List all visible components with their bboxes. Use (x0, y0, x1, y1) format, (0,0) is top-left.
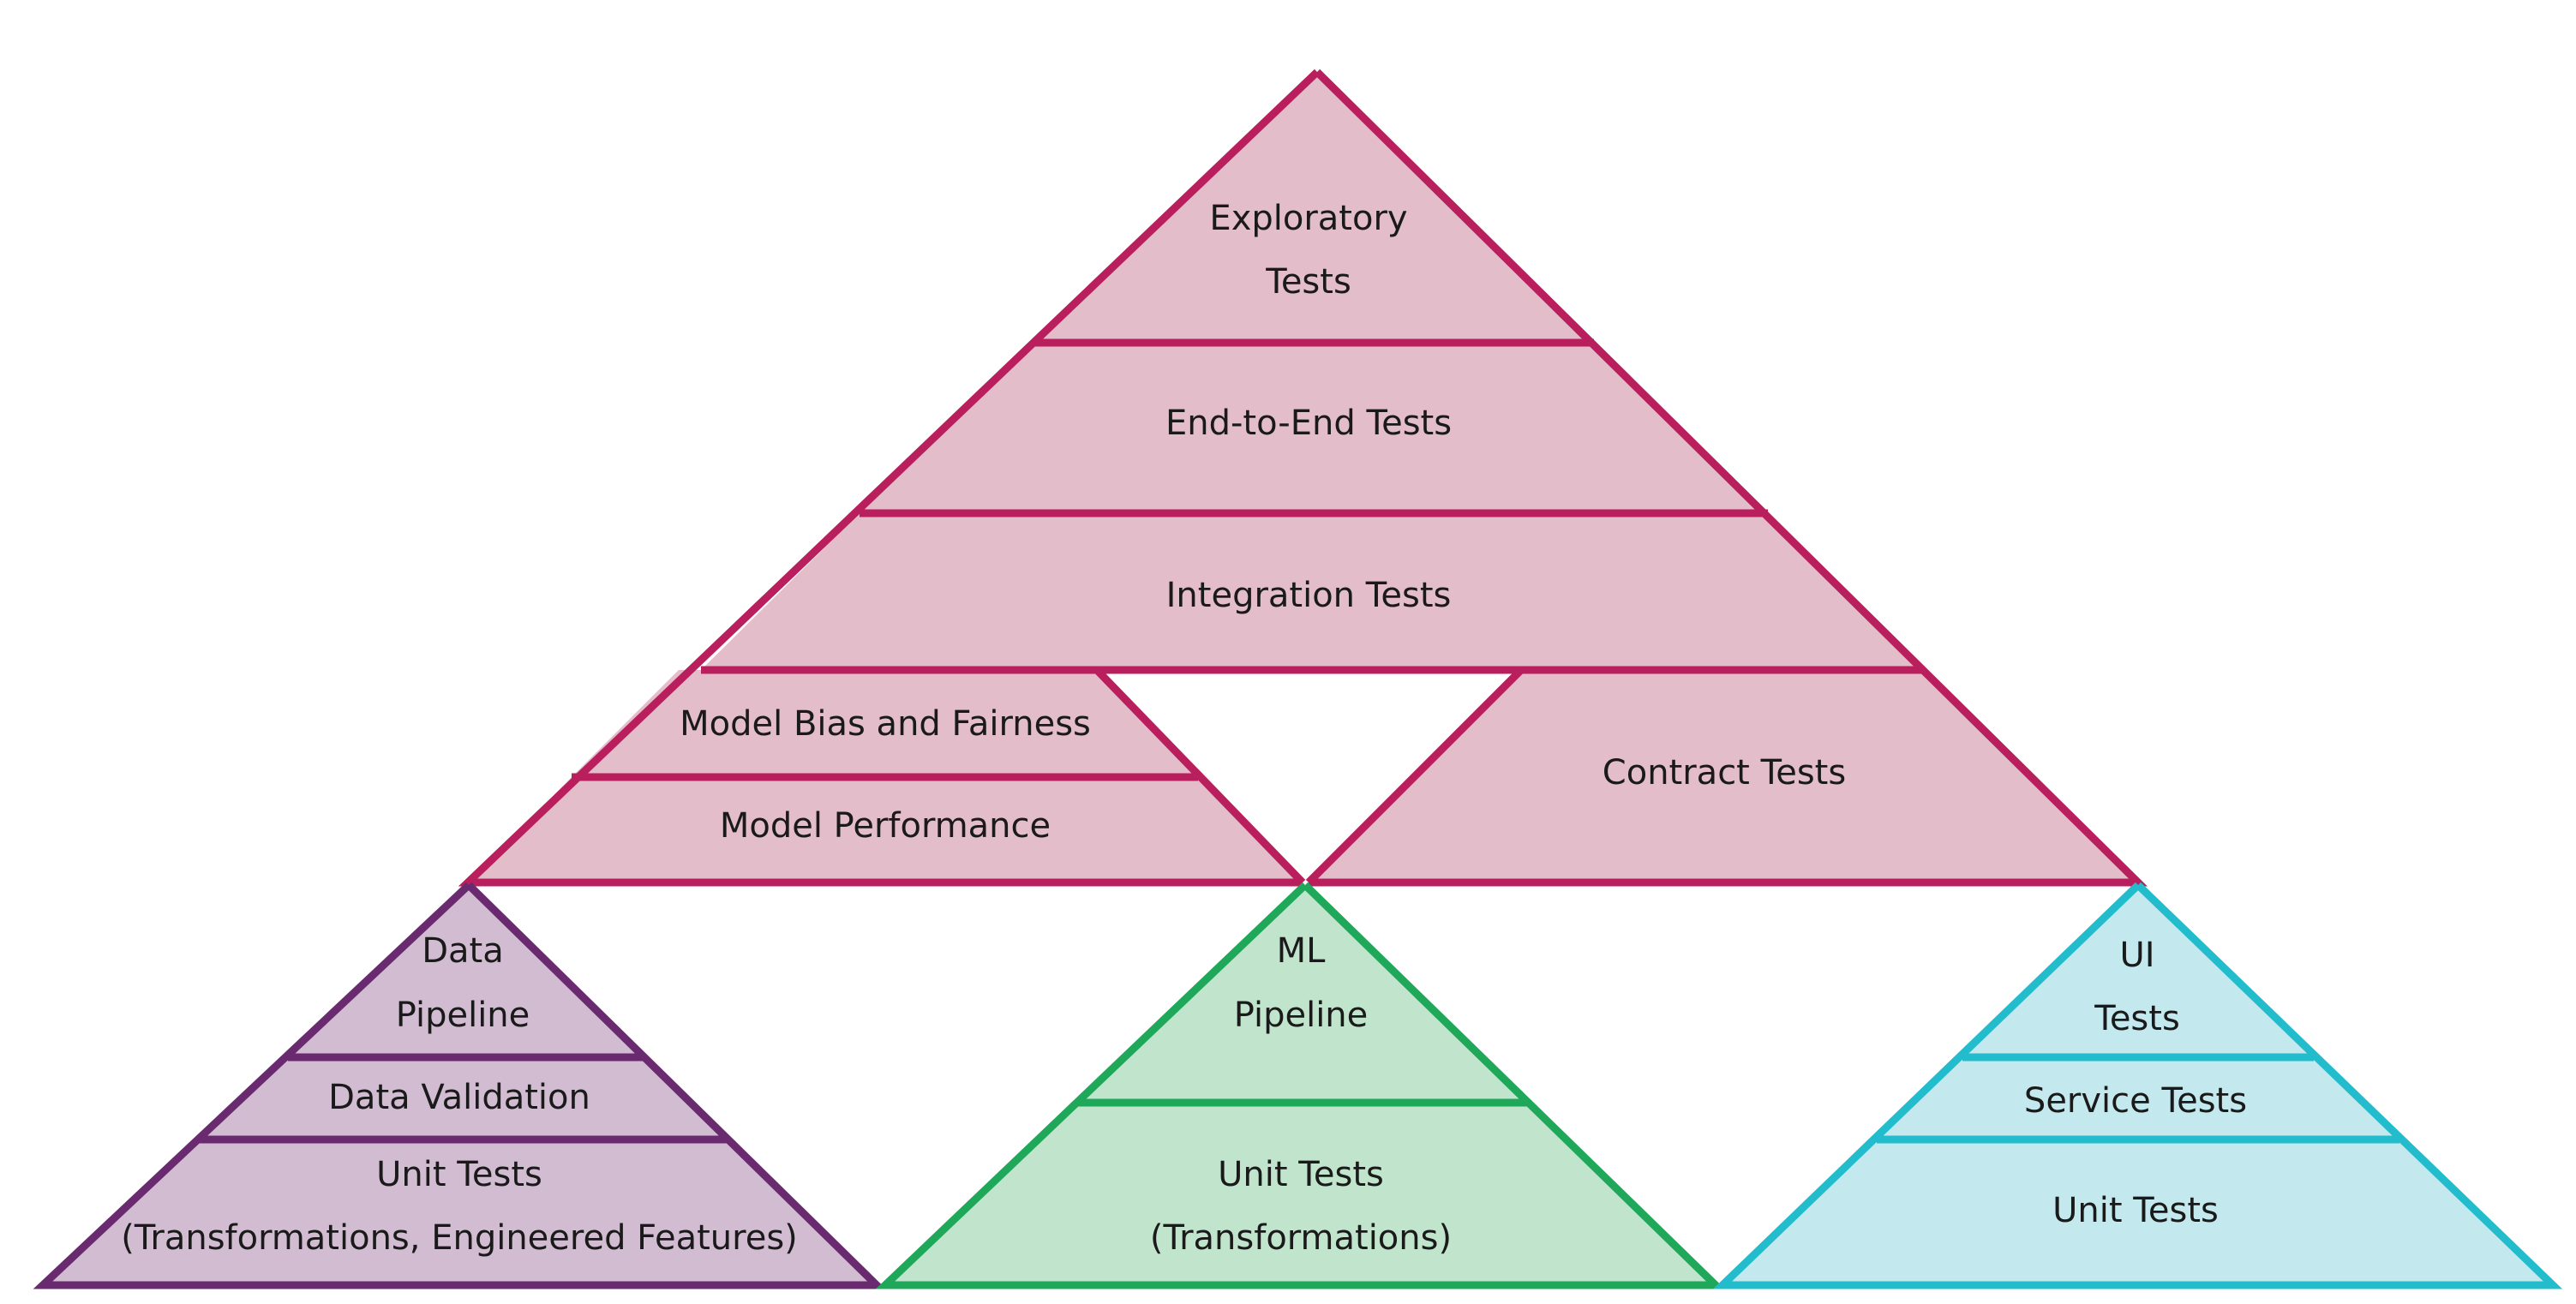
main-layer-integration (701, 513, 1925, 670)
main-layer-end-to-end (860, 343, 1768, 513)
main-pyramid: Exploratory Tests End-to-End Tests Integ… (458, 69, 2148, 887)
ui-tests-label-line2: Tests (2094, 999, 2180, 1038)
ml-pyramid-shape (885, 885, 1716, 1285)
main-outline-left (458, 69, 1321, 887)
data-pipeline-label-line1: Data (422, 931, 504, 971)
data-validation-label: Data Validation (328, 1078, 590, 1117)
ml-unit-tests-label-line2: (Transformations) (1150, 1218, 1452, 1258)
main-layer-contract (1309, 670, 2138, 882)
ui-unit-tests-label: Unit Tests (2052, 1191, 2219, 1230)
data-pipeline-label-line2: Pipeline (396, 996, 530, 1035)
ui-pyramid: UI Tests Service Tests Unit Tests (1712, 882, 2563, 1289)
exploratory-label-line2: Tests (1265, 262, 1351, 302)
ml-unit-tests-label-line1: Unit Tests (1218, 1155, 1384, 1194)
ui-tests-label-line1: UI (2119, 936, 2154, 975)
data-unit-tests-label-line2: (Transformations, Engineered Features) (121, 1218, 798, 1258)
integration-label: Integration Tests (1166, 576, 1452, 615)
data-pyramid: Data Pipeline Data Validation Unit Tests… (33, 882, 887, 1289)
contract-label: Contract Tests (1603, 753, 1846, 793)
service-tests-label: Service Tests (2024, 1081, 2247, 1121)
ml-pipeline-label-line1: ML (1277, 931, 1327, 971)
end-to-end-label: End-to-End Tests (1165, 404, 1452, 443)
data-unit-tests-label-line1: Unit Tests (376, 1155, 542, 1194)
main-layer-model-bias (572, 670, 1198, 777)
data-pyramid-shape (43, 885, 877, 1285)
ui-pyramid-shape (1722, 885, 2553, 1285)
exploratory-label-line1: Exploratory (1209, 199, 1407, 238)
main-layer-model-performance (468, 777, 1303, 882)
main-layer-exploratory (1035, 72, 1594, 343)
ml-pyramid: ML Pipeline Unit Tests (Transformations) (875, 882, 1726, 1289)
model-performance-label: Model Performance (720, 806, 1051, 846)
model-bias-label: Model Bias and Fairness (680, 704, 1091, 744)
ml-pipeline-label-line2: Pipeline (1234, 996, 1369, 1035)
